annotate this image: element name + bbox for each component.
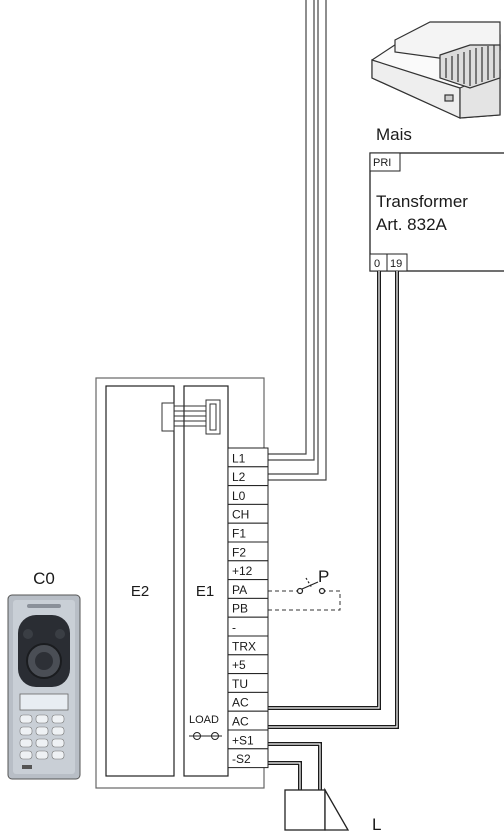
- module-e1-label: E1: [196, 583, 214, 600]
- push-button-label: P: [318, 567, 329, 586]
- transformer-model: Art. 832A: [376, 215, 448, 234]
- terminal-cell: [227, 748, 269, 769]
- ribbon-connector: [161, 399, 221, 435]
- terminal-label: PB: [232, 602, 248, 616]
- terminal-label: PA: [232, 583, 247, 597]
- terminal-label: L2: [232, 470, 246, 484]
- module-e2: E2: [105, 385, 175, 777]
- terminal-label: AC: [232, 715, 249, 729]
- terminal-label: AC: [232, 696, 249, 710]
- door-lock-symbol: [284, 787, 350, 831]
- terminal-label: L0: [232, 489, 246, 503]
- transformer-title: Transformer: [376, 192, 468, 211]
- lock-label: L: [372, 815, 381, 834]
- panel-label: C0: [33, 569, 55, 588]
- transformer-device-illustration: [371, 21, 501, 119]
- terminal-label: +5: [232, 658, 246, 672]
- terminal-label: F2: [232, 545, 246, 559]
- primary-input-label: PRI: [373, 157, 391, 169]
- terminal-label: -S2: [232, 752, 251, 766]
- terminal-label: TU: [232, 677, 248, 691]
- door-entry-panel-illustration: [7, 594, 81, 780]
- output-0-label: 0: [374, 258, 380, 270]
- module-e2-label: E2: [131, 583, 149, 600]
- transformer-box: PRI Transformer Art. 832A 0 19: [369, 152, 504, 272]
- push-button-symbol: [296, 577, 326, 595]
- terminal-label: +S1: [232, 733, 254, 747]
- terminal-label: TRX: [232, 639, 256, 653]
- terminal-label: +12: [232, 564, 253, 578]
- output-19-label: 19: [390, 258, 402, 270]
- wires: [268, 0, 399, 790]
- terminal-label: CH: [232, 508, 249, 522]
- terminal-label: -: [232, 621, 236, 635]
- terminal-label: F1: [232, 527, 246, 541]
- terminal-label: L1: [232, 451, 246, 465]
- load-jumper-symbol: [189, 732, 222, 740]
- mains-label: Mais: [376, 125, 412, 144]
- load-label: LOAD: [189, 714, 219, 726]
